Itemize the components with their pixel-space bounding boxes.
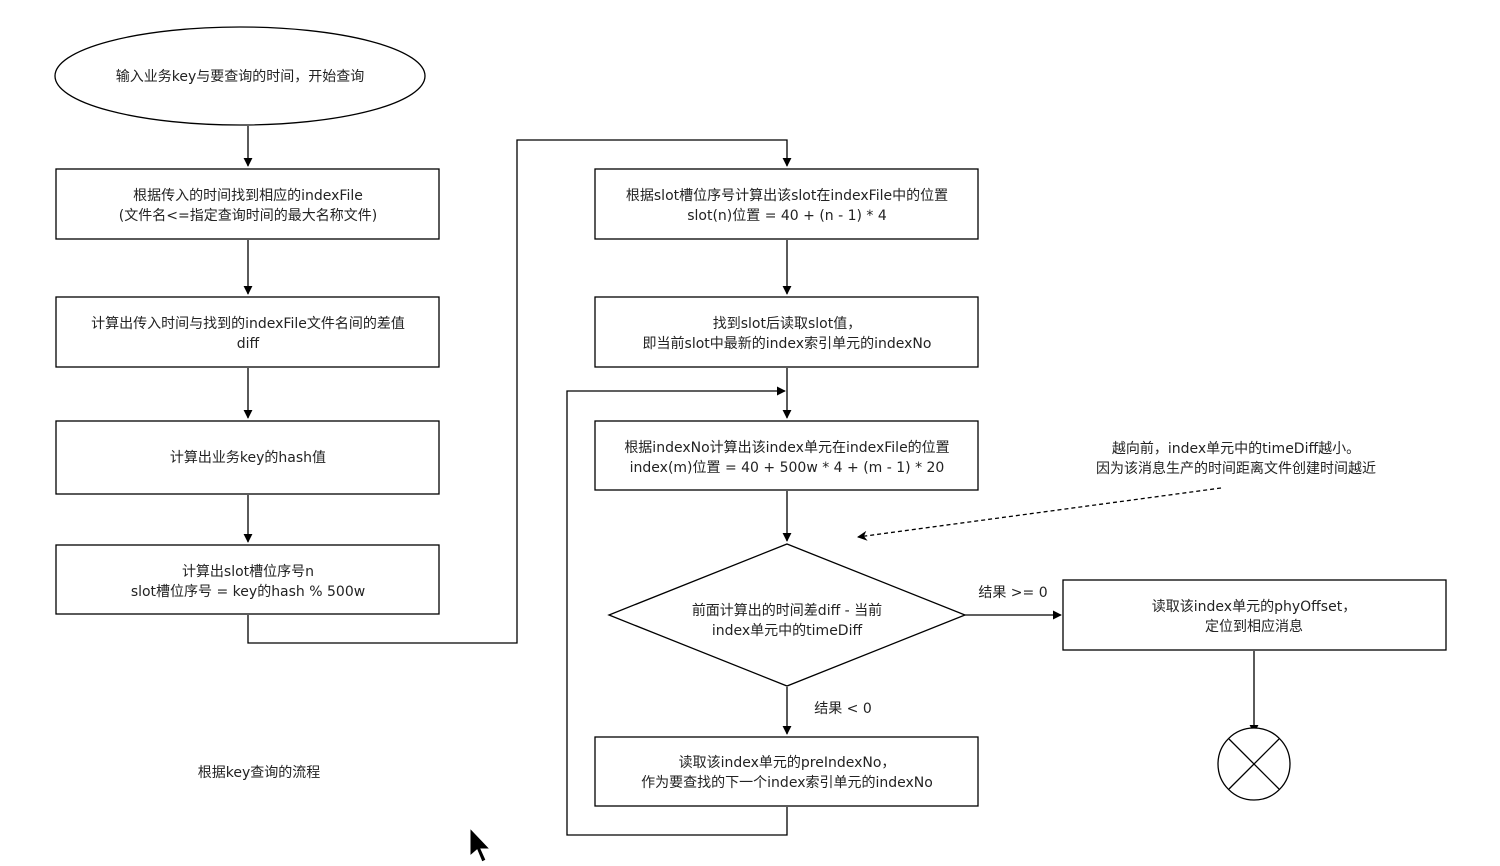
- find-index-file-line1: 根据传入的时间找到相应的indexFile: [133, 187, 363, 204]
- note-line1: 越向前，index单元中的timeDiff越小。: [1112, 440, 1360, 457]
- edge-calc-slot-to-slot-position: [247, 139, 792, 644]
- calc-diff-line2: diff: [237, 336, 260, 352]
- note-line2: 因为该消息生产的时间距离文件创建时间越近: [1096, 460, 1376, 477]
- calc-slot-line2: slot槽位序号 = key的hash % 500w: [131, 584, 365, 600]
- read-slot-box: [594, 296, 979, 368]
- edge-read-pre-index-loop-back: [566, 386, 788, 836]
- compare-diamond: [607, 543, 967, 687]
- read-pre-index-line1: 读取该index单元的preIndexNo，: [679, 754, 896, 771]
- edge-note-pointer: [857, 487, 1222, 541]
- compare-node: 前面计算出的时间差diff - 当前 index单元中的timeDiff: [607, 543, 967, 687]
- calc-slot-node: 计算出slot槽位序号n slot槽位序号 = key的hash % 500w: [55, 544, 440, 615]
- slot-position-node: 根据slot槽位序号计算出该slot在indexFile中的位置 slot(n)…: [594, 168, 979, 240]
- edges: [243, 126, 1259, 836]
- read-phy-offset-line2: 定位到相应消息: [1205, 618, 1303, 635]
- find-index-file-node: 根据传入的时间找到相应的indexFile (文件名<=指定查询时间的最大名称文…: [55, 168, 440, 240]
- start-node: 输入业务key与要查询的时间，开始查询: [54, 26, 426, 126]
- calc-slot-box: [55, 544, 440, 615]
- index-position-line2: index(m)位置 = 40 + 500w * 4 + (m - 1) * 2…: [630, 460, 945, 476]
- slot-position-line2: slot(n)位置 = 40 + (n - 1) * 4: [687, 208, 887, 224]
- compare-line2: index单元中的timeDiff: [712, 623, 863, 639]
- find-index-file-box: [55, 168, 440, 240]
- start-ellipse: [54, 26, 426, 126]
- read-pre-index-box: [594, 736, 979, 807]
- edge-label-ge-zero: 结果 >= 0: [978, 585, 1047, 601]
- read-pre-index-node: 读取该index单元的preIndexNo， 作为要查找的下一个index索引单…: [594, 736, 979, 807]
- calc-hash-box: [55, 420, 440, 495]
- read-phy-offset-box: [1062, 579, 1447, 651]
- slot-position-box: [594, 168, 979, 240]
- read-slot-line1: 找到slot后读取slot值，: [713, 315, 861, 332]
- diagram-caption: 根据key查询的流程: [198, 765, 321, 781]
- read-pre-index-line2: 作为要查找的下一个index索引单元的indexNo: [641, 774, 933, 791]
- find-index-file-line2: (文件名<=指定查询时间的最大名称文件): [119, 208, 377, 224]
- read-phy-offset-line1: 读取该index单元的phyOffset，: [1152, 598, 1356, 615]
- mouse-pointer-icon: [469, 826, 492, 863]
- calc-slot-line1: 计算出slot槽位序号n: [182, 564, 314, 580]
- calc-diff-box: [55, 296, 440, 368]
- index-position-node: 根据indexNo计算出该index单元在indexFile的位置 index(…: [594, 420, 979, 491]
- end-terminator-icon: [1217, 727, 1291, 801]
- calc-diff-line1: 计算出传入时间与找到的indexFile文件名间的差值: [91, 316, 405, 332]
- calc-diff-node: 计算出传入时间与找到的indexFile文件名间的差值 diff: [55, 296, 440, 368]
- calc-hash-line1: 计算出业务key的hash值: [170, 450, 326, 466]
- calc-hash-node: 计算出业务key的hash值: [55, 420, 440, 495]
- index-position-line1: 根据indexNo计算出该index单元在indexFile的位置: [624, 440, 949, 456]
- read-slot-node: 找到slot后读取slot值， 即当前slot中最新的index索引单元的ind…: [594, 296, 979, 368]
- note-annotation: 越向前，index单元中的timeDiff越小。 因为该消息生产的时间距离文件创…: [1096, 440, 1376, 477]
- start-node-text: 输入业务key与要查询的时间，开始查询: [116, 69, 365, 85]
- slot-position-line1: 根据slot槽位序号计算出该slot在indexFile中的位置: [626, 188, 948, 204]
- read-slot-line2: 即当前slot中最新的index索引单元的indexNo: [643, 335, 932, 352]
- index-position-box: [594, 420, 979, 491]
- compare-line1: 前面计算出的时间差diff - 当前: [692, 602, 882, 619]
- read-phy-offset-node: 读取该index单元的phyOffset， 定位到相应消息: [1062, 579, 1447, 651]
- edge-label-lt-zero: 结果 < 0: [814, 701, 872, 717]
